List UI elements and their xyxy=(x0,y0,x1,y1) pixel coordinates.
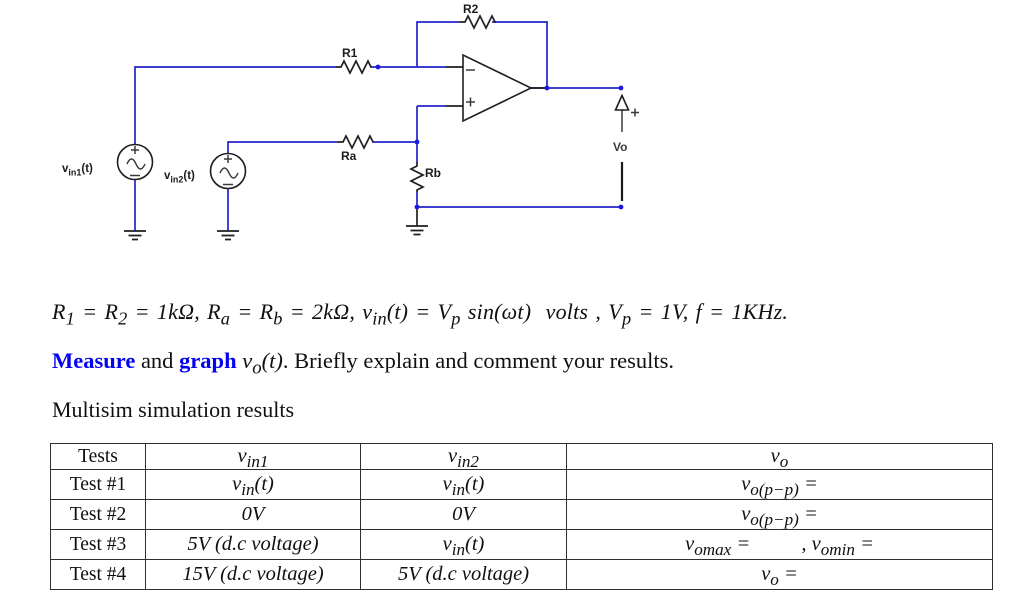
resistor-ra xyxy=(338,134,374,150)
resistor-rb xyxy=(409,162,425,192)
table-cell: 15V (d.c voltage) xyxy=(145,559,361,590)
table-cell: Test #1 xyxy=(50,469,146,500)
opamp-circuit-diagram: R1 R2 Ra Rb Vo vin1(t) vin2(t) xyxy=(0,0,700,260)
ground-icon-vin1 xyxy=(124,230,146,241)
graph-keyword: graph xyxy=(179,348,237,373)
circuit-wires xyxy=(134,21,621,231)
task-and: and xyxy=(135,348,180,373)
table-cell: vo(p−p) = xyxy=(566,499,993,530)
table-cell: Test #3 xyxy=(50,529,146,560)
input-output-stubs xyxy=(416,66,545,226)
vin1-sine-icon xyxy=(126,158,146,170)
table-header-row: Tests vin1 vin2 vo xyxy=(50,443,993,470)
label-r2: R2 xyxy=(463,2,479,16)
header-vo: vo xyxy=(566,443,993,470)
task-rest: . Briefly explain and comment your resul… xyxy=(282,348,674,373)
vin1-plus-terminal-icon xyxy=(131,146,139,154)
ground-icon-vin2 xyxy=(217,230,239,241)
simulation-results-table: Tests vin1 vin2 vo Test #1 vin(t) vin(t)… xyxy=(50,443,993,590)
label-vo: Vo xyxy=(613,140,628,154)
ground-icon-rb xyxy=(406,225,428,236)
resistor-r2 xyxy=(460,14,496,30)
table-cell: vin(t) xyxy=(145,469,361,500)
label-r1: R1 xyxy=(342,46,358,60)
resistor-r1 xyxy=(336,59,372,75)
table-cell: 5V (d.c voltage) xyxy=(360,559,567,590)
table-row: Test #1 vin(t) vin(t) vo(p−p) = xyxy=(50,469,993,500)
table-cell: vo(p−p) = xyxy=(566,469,993,500)
opamp-triangle xyxy=(462,53,533,123)
table-cell: vomax = , vomin = xyxy=(566,529,993,560)
label-rb: Rb xyxy=(425,166,441,180)
table-row: Test #3 5V (d.c voltage) vin(t) vomax = … xyxy=(50,529,993,560)
header-vin2: vin2 xyxy=(360,443,567,470)
label-vin2: vin2(t) xyxy=(164,170,195,185)
label-ra: Ra xyxy=(341,149,357,163)
table-cell: vin(t) xyxy=(360,469,567,500)
task-target-vo: vo(t) xyxy=(236,348,283,379)
section-title: Multisim simulation results xyxy=(52,397,295,422)
table-cell: vo = xyxy=(566,559,993,590)
table-row: Test #2 0V 0V vo(p−p) = xyxy=(50,499,993,530)
circuit-canvas xyxy=(116,14,639,241)
wire-junction-dots xyxy=(375,64,624,210)
table-cell: Test #4 xyxy=(50,559,146,590)
task-line: Measure and graph vo(t). Briefly explain… xyxy=(52,348,674,379)
table-cell: 0V xyxy=(145,499,361,530)
vin2-plus-terminal-icon xyxy=(224,155,232,163)
header-vin1: vin1 xyxy=(145,443,361,470)
table-cell: 5V (d.c voltage) xyxy=(145,529,361,560)
table-cell: vin(t) xyxy=(360,529,567,560)
table-cell: 0V xyxy=(360,499,567,530)
measure-keyword: Measure xyxy=(52,348,136,373)
vo-polarity-plus-icon xyxy=(631,108,639,117)
noninverting-input-icon xyxy=(466,97,475,107)
vin2-sine-icon xyxy=(219,167,239,179)
table-cell: Test #2 xyxy=(50,499,146,530)
label-vin1: vin1(t) xyxy=(62,163,93,178)
table-row: Test #4 15V (d.c voltage) 5V (d.c voltag… xyxy=(50,559,993,590)
given-values-line: R1 = R2 = 1kΩ, Ra = Rb = 2kΩ, vin(t) = V… xyxy=(52,299,789,329)
vo-arrow-head-icon xyxy=(614,93,630,111)
header-tests: Tests xyxy=(50,443,146,470)
